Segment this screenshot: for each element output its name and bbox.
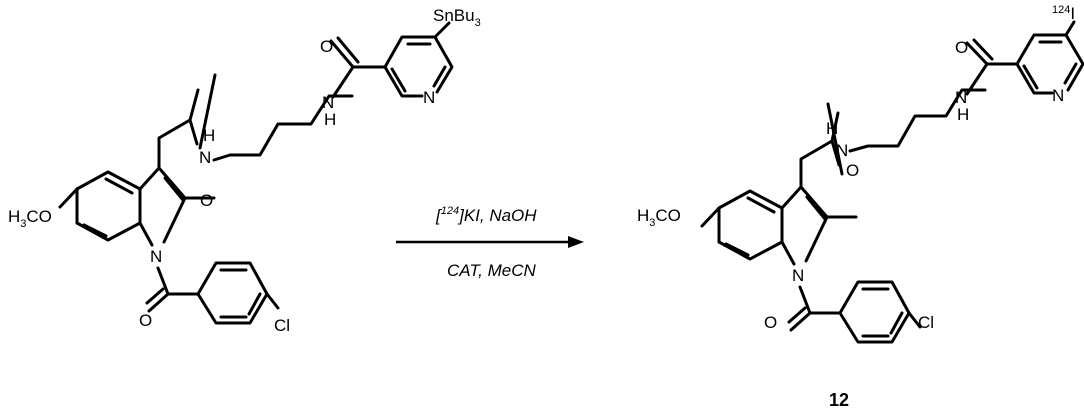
reactant-methoxy-label: H3CO xyxy=(8,207,52,230)
condition-solvent: CAT, MeCN xyxy=(447,261,537,280)
product-molecule: H3CO N O N H O N H N 124I xyxy=(637,4,1084,410)
reactant-indole-n-label: N xyxy=(150,247,162,266)
product-amide-h2-label: H xyxy=(957,105,969,124)
product-chloro-label: Cl xyxy=(918,313,934,332)
product-carbonyl-o-label: O xyxy=(846,161,859,180)
reactant-amide-h-label: H xyxy=(203,126,215,145)
reactant-carbonyl-o2-label: O xyxy=(320,37,333,56)
product-amide-h-label: H xyxy=(826,119,838,138)
product-benzoyl-o-label: O xyxy=(764,313,777,332)
product-pyridine-n-label: N xyxy=(1052,86,1064,105)
reactant-side-chain xyxy=(157,73,354,170)
reactant-molecule: H3CO N O H N O N H N SnBu3 xyxy=(8,6,481,335)
reactant-benzoyl-o-label: O xyxy=(139,311,152,330)
reactant-carbonyl-o-label: O xyxy=(200,191,213,210)
product-pyridine xyxy=(965,20,1084,96)
product-benzoyl xyxy=(787,280,922,344)
reactant-tin-label: SnBu3 xyxy=(433,6,481,29)
product-amide-n2-label: N xyxy=(955,88,967,107)
reactant-amide-h2-label: H xyxy=(324,110,336,129)
product-indole-n-label: N xyxy=(792,266,804,285)
condition-reagents: [124]KI, NaOH xyxy=(435,205,537,225)
arrow-head xyxy=(568,236,584,248)
reactant-benzoyl xyxy=(145,261,280,325)
product-amide-n-label: N xyxy=(836,141,848,160)
reactant-pyridine-n-label: N xyxy=(423,88,435,107)
reactant-indole-core xyxy=(58,166,216,247)
reactant-amide-n-label: N xyxy=(199,148,211,167)
reactant-pyridine xyxy=(329,21,454,99)
reactant-amide-n2-label: N xyxy=(322,93,334,112)
compound-number-label: 12 xyxy=(829,390,849,410)
product-methoxy-label: H3CO xyxy=(637,206,681,229)
reactant-chloro-label: Cl xyxy=(274,316,290,335)
product-indole-core xyxy=(700,185,858,266)
product-carbonyl-o2-label: O xyxy=(955,38,968,57)
product-iodine-label: 124I xyxy=(1052,4,1075,23)
product-side-chain xyxy=(799,88,987,189)
reaction-arrow-group: [124]KI, NaOH CAT, MeCN xyxy=(396,205,584,280)
